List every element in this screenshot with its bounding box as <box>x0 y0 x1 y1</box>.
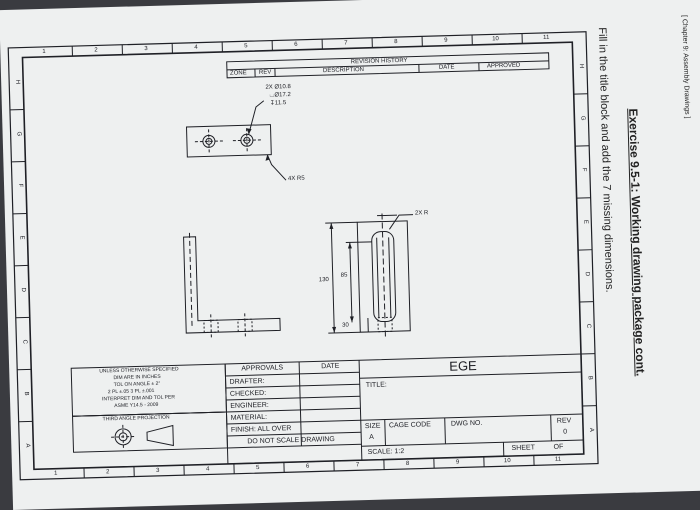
size-label: SIZE <box>365 423 381 430</box>
zone-row-g-right: G <box>579 116 585 121</box>
rev-col-date: DATE <box>439 64 455 70</box>
zone-row-g: G <box>16 132 22 137</box>
hole-callout-counterbore: ⌴Ø17.2 <box>270 92 291 99</box>
checked-label: CHECKED: <box>230 390 266 398</box>
dimension-130: 130 <box>319 277 329 283</box>
title-label: TITLE: <box>366 381 387 389</box>
dwg-no-label: DWG NO. <box>451 420 483 428</box>
right-view-slot <box>325 213 416 339</box>
zone-row-h: H <box>14 80 20 85</box>
dimension-30: 30 <box>342 323 349 329</box>
zone-row-b: B <box>23 391 29 395</box>
zone-row-f: F <box>17 184 23 188</box>
scale-label: SCALE: 1:2 <box>368 448 405 456</box>
zone-col-8: 8 <box>394 39 398 45</box>
zone-col-1: 1 <box>42 49 46 55</box>
hole-callout-depth: ↧11.5 <box>270 100 286 106</box>
zone-col-4-bottom: 4 <box>206 466 210 472</box>
zone-col-2: 2 <box>94 47 98 53</box>
zone-row-d-right: D <box>584 272 590 277</box>
outer-border <box>8 32 598 480</box>
zone-col-3-bottom: 3 <box>156 468 160 474</box>
zone-col-1-bottom: 1 <box>54 471 58 477</box>
zone-col-2-bottom: 2 <box>106 469 110 475</box>
rev-value: 0 <box>563 428 567 435</box>
zone-col-10-bottom: 10 <box>504 458 511 464</box>
size-value: A <box>369 434 374 441</box>
rev-col-zone: ZONE <box>230 70 247 76</box>
hole-callout-diameter: 2X Ø10.8 <box>265 84 291 91</box>
zone-col-6: 6 <box>294 42 298 48</box>
zone-col-11: 11 <box>543 35 549 41</box>
approvals-label: APPROVALS <box>241 364 283 372</box>
of-label: OF <box>553 444 563 451</box>
rev-col-description: DESCRIPTION <box>323 67 364 74</box>
zone-col-9: 9 <box>444 38 448 44</box>
zone-row-h-right: H <box>578 64 584 69</box>
rev-col-approved: APPROVED <box>487 63 520 70</box>
zone-col-6-bottom: 6 <box>306 464 310 470</box>
sheet-label: SHEET <box>512 444 536 452</box>
drafter-label: DRAFTER: <box>230 378 265 386</box>
projection-symbol <box>111 423 174 449</box>
zone-col-7: 7 <box>344 40 348 46</box>
slot-radius-note: 2X R <box>415 210 429 216</box>
top-view-part <box>186 100 286 183</box>
zone-row-a-right: A <box>588 428 594 432</box>
zone-row-c: C <box>21 339 27 344</box>
rev-label: REV <box>557 417 572 424</box>
zone-row-b-right: B <box>587 376 593 380</box>
zone-row-e-right: E <box>582 220 588 224</box>
zone-row-f-right: F <box>581 168 587 172</box>
zone-row-d: D <box>20 288 26 293</box>
rev-col-rev: REV <box>259 70 272 76</box>
company-name: EGE <box>449 359 477 373</box>
date-label: DATE <box>321 363 339 371</box>
zone-col-11-bottom: 11 <box>555 457 561 463</box>
zone-col-10: 10 <box>492 36 499 42</box>
zone-col-9-bottom: 9 <box>456 459 460 465</box>
zone-row-c-right: C <box>585 324 591 329</box>
inner-border <box>22 42 583 469</box>
zone-col-3: 3 <box>144 46 148 52</box>
side-view-bracket <box>183 230 280 339</box>
zone-col-5-bottom: 5 <box>256 465 260 471</box>
dimension-85: 85 <box>341 273 348 279</box>
radius-note: 4X R5 <box>288 176 305 182</box>
zone-row-e: E <box>18 236 24 240</box>
cage-code-label: CAGE CODE <box>389 421 431 429</box>
zone-col-5: 5 <box>244 43 248 49</box>
zone-col-8-bottom: 8 <box>406 461 410 467</box>
engineer-label: ENGINEER: <box>230 402 269 410</box>
zone-col-7-bottom: 7 <box>356 462 360 468</box>
zone-col-4: 4 <box>194 45 198 51</box>
zone-row-a: A <box>24 443 30 447</box>
material-label: MATERIAL: <box>231 414 268 422</box>
